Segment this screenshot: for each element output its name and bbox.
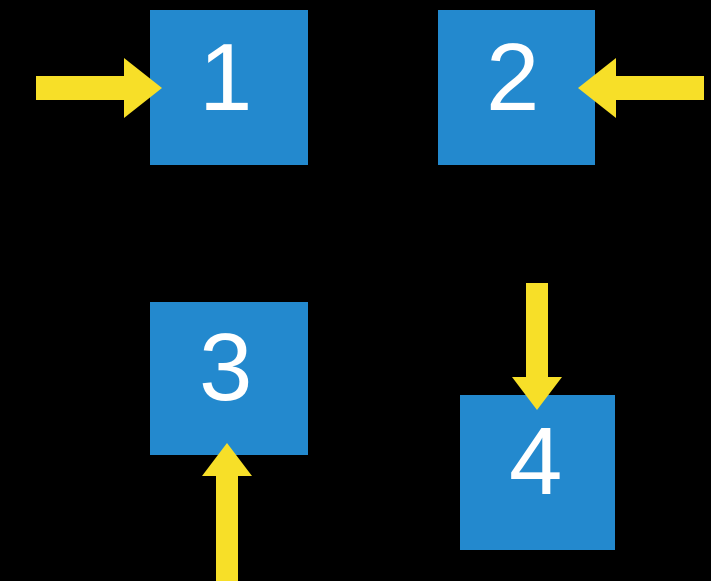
node-label-1: 1 xyxy=(199,24,253,131)
node-box-4[interactable] xyxy=(460,395,615,550)
node-label-4: 4 xyxy=(509,408,563,515)
node-box-1[interactable] xyxy=(150,10,308,165)
node-box-3[interactable] xyxy=(150,302,308,455)
node-label-2: 2 xyxy=(486,24,540,131)
arrow-up-icon xyxy=(202,443,252,581)
arrow-down-icon xyxy=(512,283,562,410)
arrow-right-icon xyxy=(36,58,162,118)
node-label-3: 3 xyxy=(199,314,253,421)
node-box-2[interactable] xyxy=(438,10,595,165)
arrow-left-icon xyxy=(578,58,704,118)
